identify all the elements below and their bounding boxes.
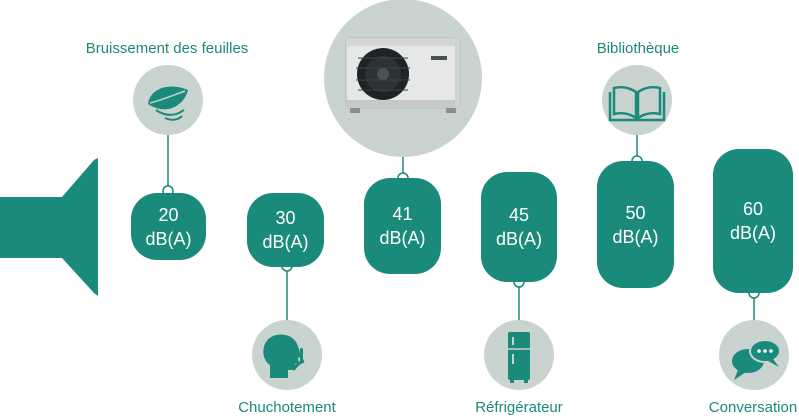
- label-fridge: Réfrigérateur: [475, 399, 563, 416]
- db-value: 50: [625, 202, 646, 223]
- db-value: 45: [508, 205, 530, 225]
- db-badge-60: 60 dB(A): [713, 149, 793, 293]
- whisper-icon: [252, 320, 322, 390]
- label-leaves: Bruissement des feuilles: [85, 40, 249, 57]
- book-icon: [602, 65, 672, 135]
- leaf-icon: [133, 65, 203, 135]
- db-value: 41: [392, 204, 413, 224]
- db-unit: dB(A): [379, 228, 426, 248]
- db-badge-50: 50 dB(A): [597, 161, 674, 288]
- db-value: 30: [275, 208, 296, 228]
- db-unit: dB(A): [612, 226, 659, 247]
- db-unit: dB(A): [729, 223, 776, 243]
- label-library: Bibliothèque: [596, 40, 680, 57]
- heat-pump-image: [324, 0, 482, 157]
- db-unit: dB(A): [145, 228, 192, 249]
- speaker-icon: [0, 158, 98, 296]
- db-badge-20: 20 dB(A): [131, 193, 206, 260]
- db-value: 60: [742, 199, 764, 219]
- fridge-icon: [484, 320, 554, 390]
- label-whisper: Chuchotement: [238, 399, 336, 416]
- db-badge-45: 45 dB(A): [481, 172, 557, 282]
- db-unit: dB(A): [495, 229, 542, 249]
- db-badge-41: 41 dB(A): [364, 178, 441, 274]
- db-badge-30: 30 dB(A): [247, 193, 324, 267]
- db-unit: dB(A): [262, 232, 309, 252]
- label-conversation: Conversation: [708, 399, 798, 416]
- db-value: 20: [158, 204, 179, 225]
- speech-bubble-icon: [719, 320, 789, 390]
